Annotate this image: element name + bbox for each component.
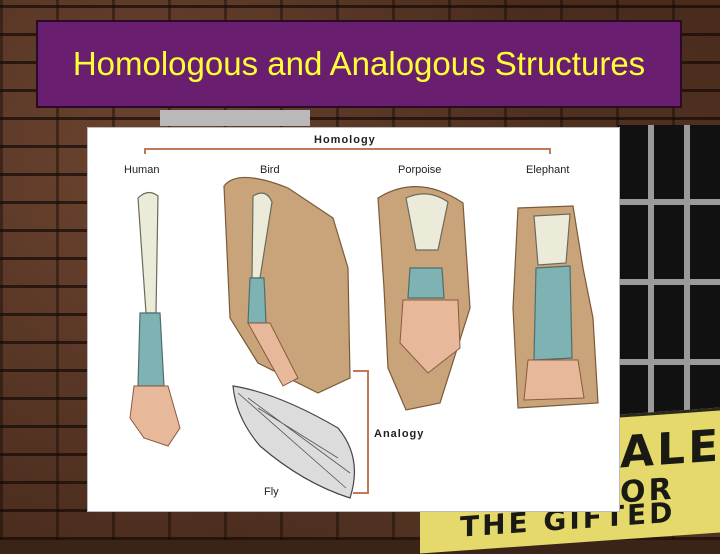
bird-wing [223, 176, 351, 394]
specimen-label-elephant: Elephant [526, 164, 570, 176]
slide-title: Homologous and Analogous Structures [72, 45, 646, 82]
homology-label: Homology [314, 134, 376, 146]
analogy-bracket [353, 370, 369, 494]
window-frame [160, 110, 310, 126]
homology-figure: Homology Human Bird Porpoise Elephant An… [87, 127, 620, 512]
specimen-label-bird: Bird [260, 164, 280, 176]
analogy-label: Analogy [374, 428, 425, 440]
homology-bracket [144, 148, 551, 154]
title-box [36, 20, 682, 108]
specimen-label-fly: Fly [264, 486, 279, 498]
elephant-leg [512, 205, 599, 409]
porpoise-flipper [377, 186, 471, 411]
window-grille [618, 125, 720, 425]
specimen-label-porpoise: Porpoise [398, 164, 442, 176]
human-arm [129, 191, 181, 447]
figure-diagram [129, 148, 599, 499]
specimen-label-human: Human [124, 164, 160, 176]
sign-line-1: ALE [620, 420, 720, 479]
fly-wing [232, 385, 356, 499]
